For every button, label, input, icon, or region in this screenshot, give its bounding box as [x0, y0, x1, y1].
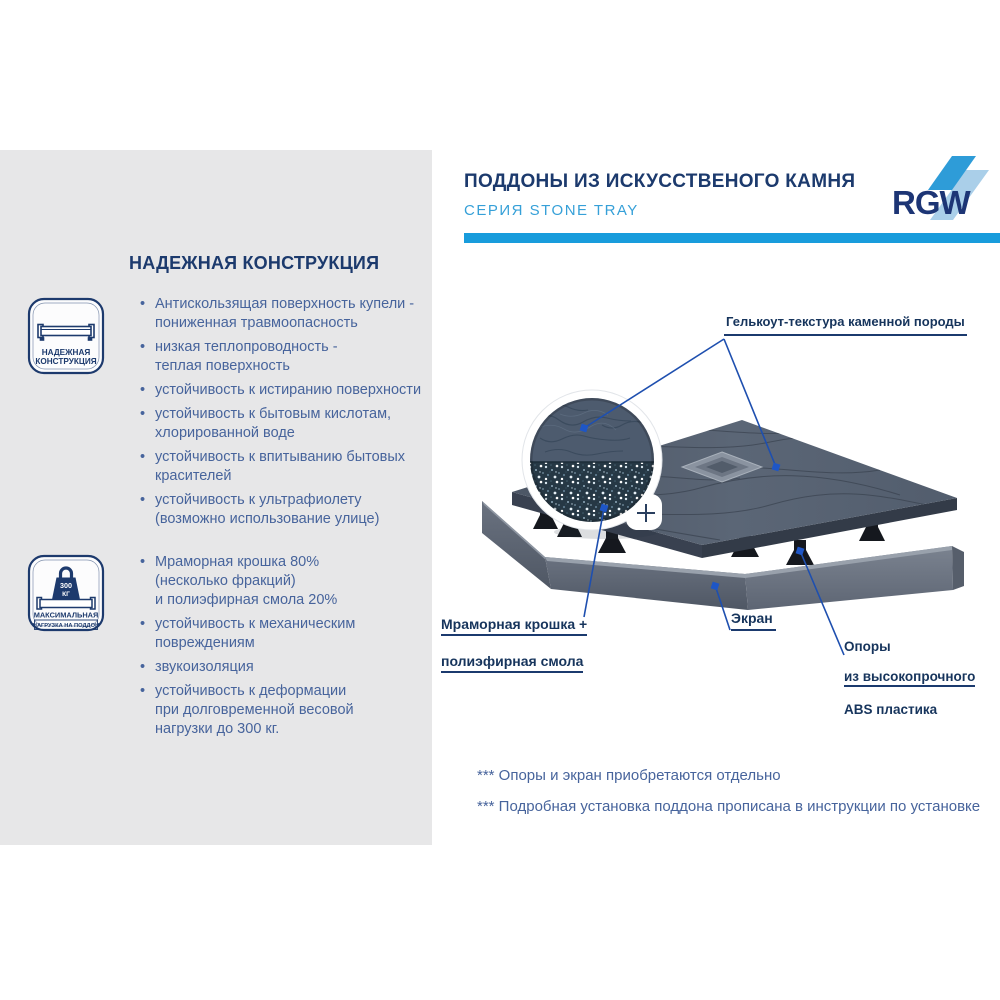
product-diagram	[482, 338, 964, 656]
footnote-2: *** Подробная установка поддона прописан…	[477, 798, 981, 815]
callout-markers	[579, 423, 805, 591]
weight-glyph: 300 КГ	[52, 566, 80, 600]
drain	[680, 451, 764, 483]
rgw-logo: RGW	[892, 156, 989, 221]
feature-list-material: Мраморная крошка 80% (несколько фракций)…	[140, 553, 440, 744]
callout-marble-resin: Мраморная крошка + полиэфирная смола	[441, 599, 588, 673]
tray-profile-glyph	[37, 323, 95, 341]
leader-lines	[583, 338, 845, 656]
feature-item: звукоизоляция	[140, 658, 440, 677]
tray-side-right	[702, 498, 957, 558]
accent-bar	[464, 233, 1000, 243]
icon-label-line1: НАДЕЖНАЯ	[42, 348, 91, 357]
plus-icon	[637, 504, 655, 522]
callout-supports-line1: Опоры	[844, 639, 891, 654]
callout-supports-line2: из высокопрочного	[844, 669, 976, 687]
callout-gelcoat: Гелькоут-текстура каменной породы	[724, 314, 967, 336]
screen-panel	[482, 501, 964, 610]
max-load-icon: 300 КГ МАКСИМАЛЬНАЯ НАГРУЗКА НА ПОДДОН	[27, 554, 105, 632]
feature-item: низкая теплопроводность - теплая поверхн…	[140, 338, 440, 376]
feature-item: Антискользящая поверхность купели - пони…	[140, 295, 440, 333]
icon-label-line2: НАГРУЗКА НА ПОДДОН	[33, 623, 99, 629]
feature-list-construction: Антискользящая поверхность купели - пони…	[140, 295, 440, 534]
weight-unit: КГ	[62, 591, 70, 598]
feature-item: устойчивость к механическим повреждениям	[140, 615, 440, 653]
feature-item: устойчивость к деформации при долговреме…	[140, 682, 440, 739]
page-title: ПОДДОНЫ ИЗ ИСКУССТВЕНОГО КАМНЯ	[464, 171, 856, 192]
logo-parallelogram-blue	[928, 156, 976, 190]
icon-label-line2: КОНСТРУКЦИЯ	[35, 357, 96, 366]
footnote-1: *** Опоры и экран приобретаются отдельно	[477, 767, 781, 784]
page-subtitle: СЕРИЯ STONE TRAY	[464, 202, 639, 219]
feature-item: устойчивость к ультрафиолету (возможно и…	[140, 491, 440, 529]
reliable-construction-icon: НАДЕЖНАЯ КОНСТРУКЦИЯ	[27, 297, 105, 375]
feature-item: устойчивость к бытовым кислотам, хлориро…	[140, 405, 440, 443]
callout-marble-line2: полиэфирная смола	[441, 653, 584, 673]
feature-item: Мраморная крошка 80% (несколько фракций)…	[140, 553, 440, 610]
callout-supports-line3: ABS пластика	[844, 702, 938, 717]
logo-parallelogram-light	[930, 170, 989, 220]
callout-screen: Экран	[731, 610, 776, 631]
callout-marble-line1: Мраморная крошка +	[441, 616, 588, 636]
feature-item: устойчивость к впитыванию бытовых красит…	[140, 448, 440, 486]
icon-label-line1: МАКСИМАЛЬНАЯ	[34, 611, 99, 620]
feature-item: устойчивость к истиранию поверхности	[140, 381, 440, 400]
weight-value: 300	[60, 581, 72, 590]
callout-supports: Опоры из высокопрочного ABS пластика	[844, 624, 976, 717]
texture-circle-inset	[521, 389, 663, 539]
logo-text: RGW	[892, 184, 972, 221]
panel-heading: НАДЕЖНАЯ КОНСТРУКЦИЯ	[129, 253, 380, 273]
